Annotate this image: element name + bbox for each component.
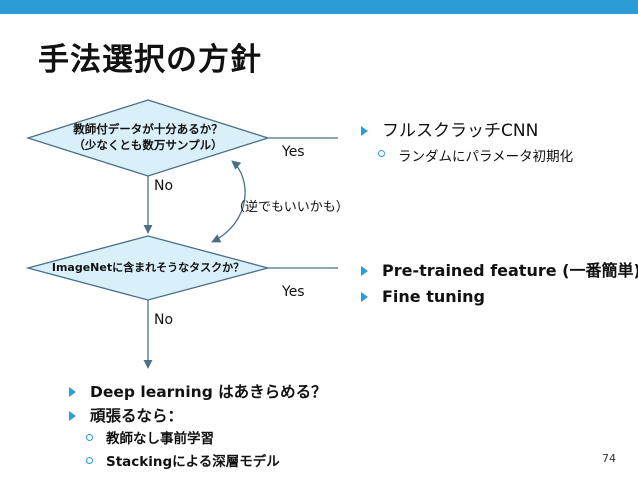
stacking-subitem-label: Stackingによる深層モデル	[106, 454, 280, 470]
pretrained-outcome: Pre-trained feature (一番簡単) Fine tuning	[358, 258, 638, 310]
give-up-item-label: Deep learning はあきらめる？	[90, 383, 327, 401]
bullet-circle-icon	[86, 457, 93, 464]
decision-1-text: 教師付データが十分あるか？ （少なくとも数万サンプル）	[48, 121, 248, 153]
decision-2-text: ImageNetに含まれそうなタスクか？	[51, 261, 245, 274]
bullet-circle-icon	[378, 150, 385, 157]
try-hard-item: 頑張るなら：	[66, 404, 327, 428]
pretrained-item-label: Pre-trained feature (一番簡単)	[382, 261, 638, 280]
decision-1-line2: （少なくとも数万サンプル）	[73, 138, 223, 152]
bullet-triangle-icon	[361, 266, 368, 276]
finetune-item-label: Fine tuning	[382, 287, 485, 306]
finetune-item: Fine tuning	[358, 284, 638, 310]
yes-label-2: Yes	[282, 284, 305, 300]
stacking-subitem: Stackingによる深層モデル	[66, 451, 327, 474]
yes-label-1: Yes	[282, 144, 305, 160]
scratch-item: フルスクラッチCNN	[358, 118, 573, 144]
unsupervised-subitem: 教師なし事前学習	[66, 428, 327, 451]
page-title: 手法選択の方針	[38, 42, 262, 78]
decision-1-line1: 教師付データが十分あるか？	[73, 122, 223, 136]
page-number: 74	[602, 452, 616, 465]
no-label-2: No	[154, 312, 174, 328]
unsupervised-subitem-label: 教師なし事前学習	[106, 431, 214, 447]
bullet-circle-icon	[86, 434, 93, 441]
fallback-outcome: Deep learning はあきらめる？ 頑張るなら： 教師なし事前学習 St…	[66, 380, 327, 474]
scratch-subitem-label: ランダムにパラメータ初期化	[398, 149, 574, 165]
give-up-item: Deep learning はあきらめる？	[66, 380, 327, 404]
bullet-triangle-icon	[361, 292, 368, 302]
scratch-subitem: ランダムにパラメータ初期化	[358, 144, 573, 170]
no-label-1: No	[154, 178, 174, 194]
pretrained-item: Pre-trained feature (一番簡単)	[358, 258, 638, 284]
try-hard-item-label: 頑張るなら：	[90, 407, 184, 425]
bullet-triangle-icon	[69, 387, 76, 397]
reverse-note: （逆でもいいかも）	[232, 200, 349, 215]
bullet-triangle-icon	[361, 126, 368, 136]
scratch-outcome: フルスクラッチCNN ランダムにパラメータ初期化	[358, 118, 573, 170]
top-accent-bar	[0, 0, 638, 14]
reverse-double-arrow	[211, 160, 246, 243]
bullet-triangle-icon	[69, 411, 76, 421]
scratch-item-label: フルスクラッチCNN	[382, 121, 539, 141]
